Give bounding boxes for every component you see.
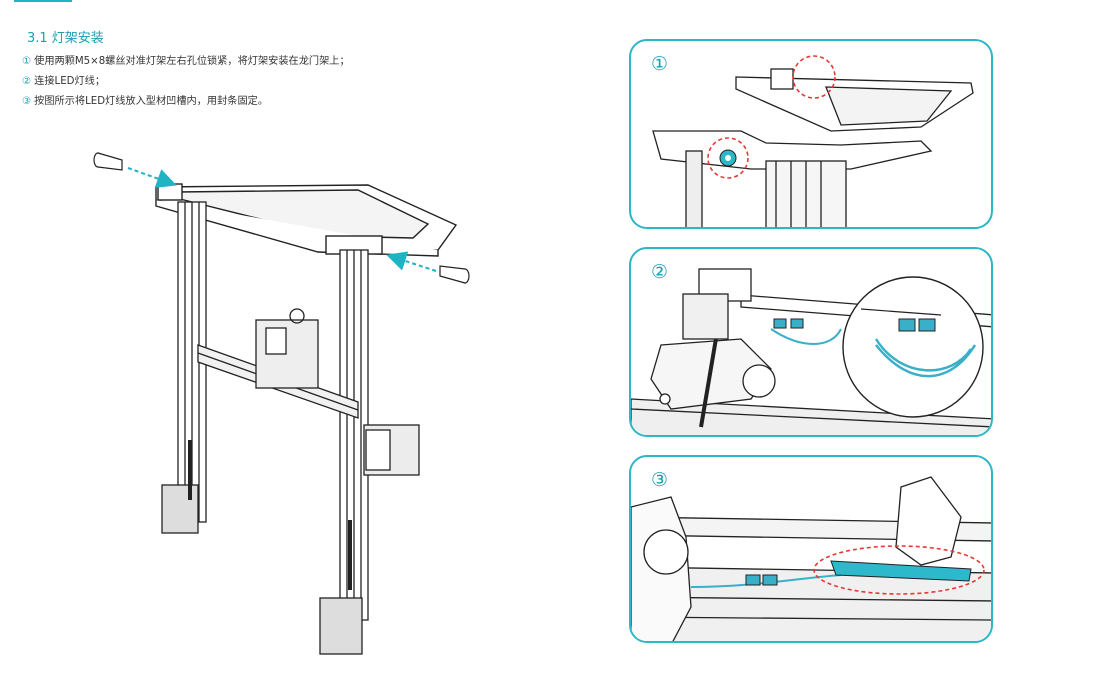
panel-number-2: ②: [651, 261, 669, 283]
panel-2-drawing: [631, 268, 991, 435]
detail-panel-1: ①: [629, 39, 993, 229]
step-number: ②: [22, 76, 32, 87]
gantry-assembly-illustration: [93, 152, 470, 655]
highlight-ellipse: [813, 545, 985, 595]
highlight-circle-top: [792, 55, 836, 99]
sealing-strip: [830, 560, 972, 582]
step-number: ①: [22, 56, 32, 67]
screw-right-drawing: [439, 265, 470, 284]
panel-number-1: ①: [651, 53, 669, 75]
arrow-left-screw: [127, 167, 177, 189]
detail-panel-2: ②: [629, 247, 993, 437]
section-title: 3.1 灯架安装: [27, 31, 104, 46]
step-text: 使用两颗M5×8螺丝对准灯架左右孔位锁紧，将灯架安装在龙门架上；: [34, 56, 350, 67]
header-accent-rule: [14, 0, 72, 2]
step-text: 连接LED灯线；: [34, 76, 106, 87]
detail-panel-3: ③: [629, 455, 993, 643]
panel-number-3: ③: [651, 469, 669, 491]
zoom-callout: [842, 276, 984, 418]
step-number: ③: [22, 96, 32, 107]
gantry-frame-drawing: [161, 201, 420, 655]
arrow-right-screw: [386, 251, 437, 272]
screw-left-drawing: [93, 152, 123, 171]
step-text: 按图所示将LED灯线放入型材凹槽内，用封条固定。: [34, 96, 269, 107]
highlight-circle-screw: [707, 137, 749, 179]
panel-1-drawing: [652, 55, 974, 227]
panel-3-drawing: [631, 476, 991, 641]
